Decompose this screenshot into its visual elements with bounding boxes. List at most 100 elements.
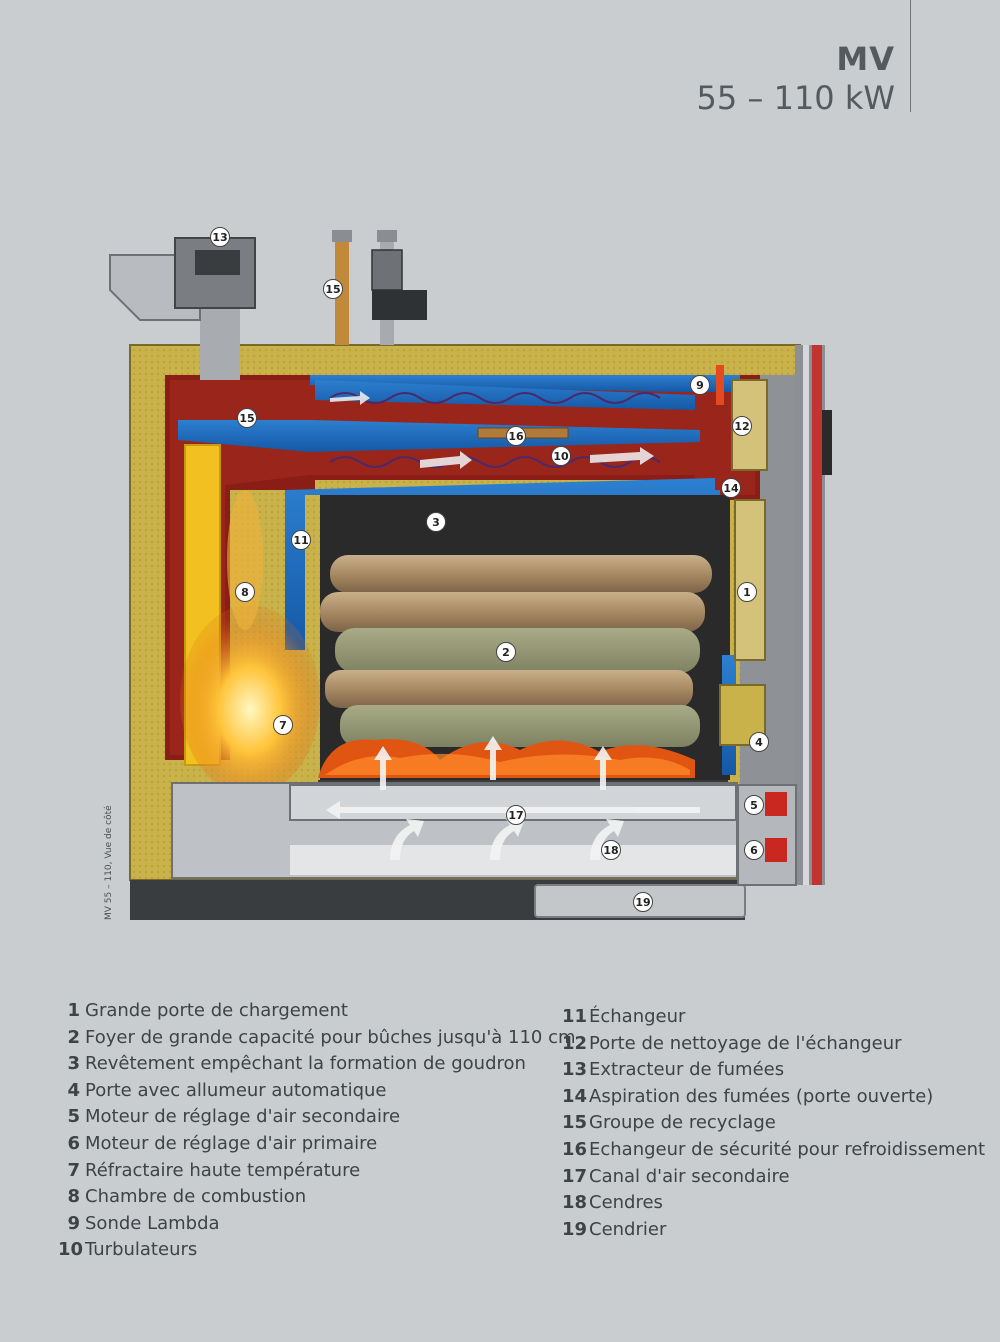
legend-text: Sonde Lambda [85, 1212, 220, 1234]
legend-number: 19 [562, 1218, 588, 1240]
legend-text: Échangeur [589, 1006, 686, 1027]
legend-text: Cendres [589, 1192, 663, 1214]
marker-label: 14 [723, 482, 739, 495]
air-motors [737, 784, 797, 886]
marker-label: 3 [432, 516, 440, 529]
model-name: MV [836, 40, 895, 78]
legend-number: 17 [562, 1165, 588, 1187]
marker-label: 19 [635, 896, 650, 909]
legend-text: Moteur de réglage d'air secondaire [85, 1106, 401, 1128]
legend-text: Chambre de combustion [85, 1186, 307, 1208]
legend-number: 18 [562, 1192, 588, 1214]
legend-number: 4 [67, 1079, 80, 1101]
legend-text: Réfractaire haute température [85, 1159, 361, 1181]
marker-6: 6 [744, 840, 764, 860]
marker-15: 15 [323, 279, 343, 299]
smoke-chamber [165, 375, 760, 760]
marker-4: 4 [749, 732, 769, 752]
legend-number: 14 [562, 1085, 588, 1107]
marker-12: 12 [732, 416, 752, 436]
marker-label: 6 [750, 844, 758, 857]
marker-17: 17 [506, 805, 526, 825]
marker-label: 17 [508, 809, 523, 822]
marker-2: 2 [496, 642, 516, 662]
marker-14: 14 [721, 478, 741, 498]
front-door-panel [795, 345, 832, 885]
power-range: 55 – 110 kW [696, 79, 895, 117]
marker-label: 9 [696, 379, 704, 392]
marker-label: 7 [279, 719, 287, 732]
marker-label: 13 [212, 231, 227, 244]
marker-label: 11 [293, 534, 308, 547]
turbulators [329, 392, 661, 468]
legend-text: Echangeur de sécurité pour refroidisseme… [589, 1138, 986, 1160]
marker-18: 18 [601, 840, 621, 860]
legend-number: 3 [67, 1053, 80, 1075]
legend-text: Revêtement empêchant la formation de gou… [85, 1053, 526, 1075]
legend-number: 7 [67, 1159, 80, 1181]
marker-19: 19 [633, 892, 653, 912]
marker-3: 3 [426, 512, 446, 532]
legend-text: Cendrier [589, 1218, 667, 1240]
legend-text: Foyer de grande capacité pour bûches jus… [85, 1026, 576, 1048]
legend-text: Canal d'air secondaire [589, 1165, 790, 1187]
marker-label: 10 [553, 450, 569, 463]
legend-number: 5 [67, 1106, 80, 1128]
marker-label: 8 [241, 586, 249, 599]
title-block: MV 55 – 110 kW [697, 40, 895, 118]
legend-number: 1 [67, 1000, 80, 1021]
legend-text: Turbulateurs [85, 1239, 198, 1261]
marker-label: 15 [325, 283, 340, 296]
marker-1: 1 [737, 582, 757, 602]
legend-number: 11 [562, 1006, 588, 1027]
lambda-probe [716, 365, 724, 405]
marker-10: 10 [551, 446, 571, 466]
legend-text: Grande porte de chargement [85, 1000, 348, 1021]
marker-13: 13 [210, 227, 230, 247]
marker-label: 18 [603, 844, 618, 857]
marker-16: 16 [506, 426, 526, 446]
log-pile [320, 555, 712, 747]
legend-number: 10 [58, 1239, 84, 1261]
legend-number: 9 [67, 1212, 80, 1234]
legend-text: Porte avec allumeur automatique [85, 1079, 387, 1101]
legend-text: Porte de nettoyage de l'échangeur [589, 1032, 902, 1054]
marker-11: 11 [291, 530, 311, 550]
legend-text: Extracteur de fumées [589, 1059, 785, 1081]
loading-door [734, 499, 766, 661]
marker-label: 2 [502, 646, 510, 659]
flue-extractor [109, 237, 256, 380]
marker-5: 5 [744, 795, 764, 815]
marker-label: 16 [508, 430, 524, 443]
marker-label: 1 [743, 586, 751, 599]
flue-gas-arrows [330, 391, 654, 469]
marker-8: 8 [235, 582, 255, 602]
legend-number: 12 [562, 1032, 588, 1054]
marker-label: 4 [755, 736, 763, 749]
legend-number: 2 [67, 1026, 80, 1048]
marker-9: 9 [690, 375, 710, 395]
recirculation-group [332, 230, 427, 345]
legend-text: Aspiration des fumées (porte ouverte) [589, 1085, 934, 1107]
marker-label: 12 [734, 420, 749, 433]
